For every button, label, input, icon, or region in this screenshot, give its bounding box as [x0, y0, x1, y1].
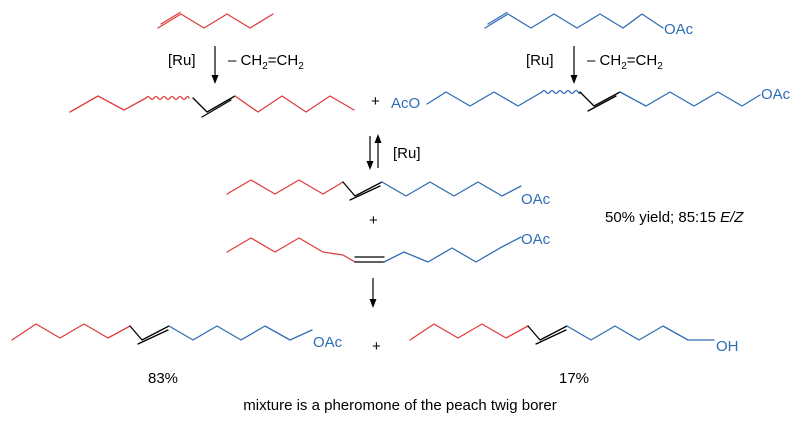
product1-percent: 83% — [148, 370, 178, 387]
arrow-down-2 — [570, 46, 578, 84]
diacetate-homodimer — [426, 89, 761, 112]
acetate-group-left: AcO — [391, 95, 420, 112]
plus-sign-1: + — [371, 93, 380, 110]
acetate-group-product: OAc — [313, 334, 343, 351]
cross-product-z — [226, 236, 522, 263]
acetate-group-right: OAc — [761, 86, 791, 103]
arrow-down-1 — [211, 46, 219, 84]
equilibrium-arrows — [366, 134, 382, 170]
hydroxyl-group: OH — [716, 338, 739, 355]
ethylene-byproduct-2: – CH2=CH2 — [587, 52, 663, 72]
hexenyl-acetate-molecule — [484, 11, 664, 29]
product-alcohol — [409, 323, 715, 345]
acetate-group-cross-e: OAc — [521, 191, 551, 208]
product-acetate — [11, 323, 313, 345]
arrow-down-3 — [369, 278, 377, 308]
product2-percent: 17% — [559, 370, 589, 387]
acetate-group-1: OAc — [664, 21, 694, 38]
catalyst-label-2: [Ru] — [526, 52, 554, 69]
decene-homodimer — [69, 95, 355, 118]
yield-text: 50% yield; 85:15 E/Z — [605, 209, 744, 226]
cross-product-e — [226, 179, 522, 201]
plus-sign-2: + — [369, 212, 378, 229]
caption: mixture is a pheromone of the peach twig… — [243, 397, 557, 414]
acetate-group-cross-z: OAc — [521, 231, 551, 248]
catalyst-label-3: [Ru] — [393, 145, 421, 162]
hexene-molecule — [157, 11, 274, 29]
catalyst-label-1: [Ru] — [168, 52, 196, 69]
ethylene-byproduct-1: – CH2=CH2 — [228, 52, 304, 72]
plus-sign-3: + — [372, 338, 381, 355]
